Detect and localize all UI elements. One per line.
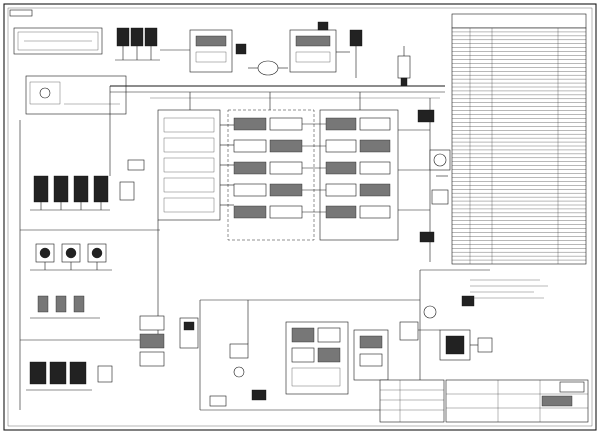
lower-center-manifold bbox=[285, 321, 389, 395]
left-cylinder-bank-upper bbox=[30, 159, 145, 211]
inner-border bbox=[7, 7, 593, 427]
main-control-valve-block bbox=[157, 109, 315, 241]
drawing-border bbox=[3, 3, 597, 431]
top-center-coil bbox=[248, 60, 288, 76]
lower-left-valve-stack bbox=[139, 315, 199, 367]
right-side-components bbox=[417, 109, 451, 243]
right-control-valve-block bbox=[319, 109, 399, 241]
top-manifold-right bbox=[289, 21, 337, 73]
left-actuator-bank-bottom bbox=[26, 361, 113, 391]
top-manifold-left bbox=[160, 29, 247, 73]
notes-block bbox=[470, 279, 548, 299]
note-box-left bbox=[25, 75, 127, 115]
top-valve-group-left bbox=[115, 27, 160, 61]
lower-right-components bbox=[399, 269, 493, 410]
top-valve-right bbox=[336, 29, 363, 78]
note-box-upper-left bbox=[13, 27, 103, 55]
lower-center-components bbox=[199, 299, 420, 411]
top-left-tab bbox=[9, 9, 33, 17]
title-block bbox=[445, 379, 589, 423]
left-motor-bank-middle bbox=[30, 243, 112, 271]
parts-list-table bbox=[451, 13, 587, 265]
left-valve-group-lower bbox=[30, 295, 100, 319]
top-right-switch bbox=[397, 46, 411, 87]
revision-block bbox=[379, 379, 445, 423]
